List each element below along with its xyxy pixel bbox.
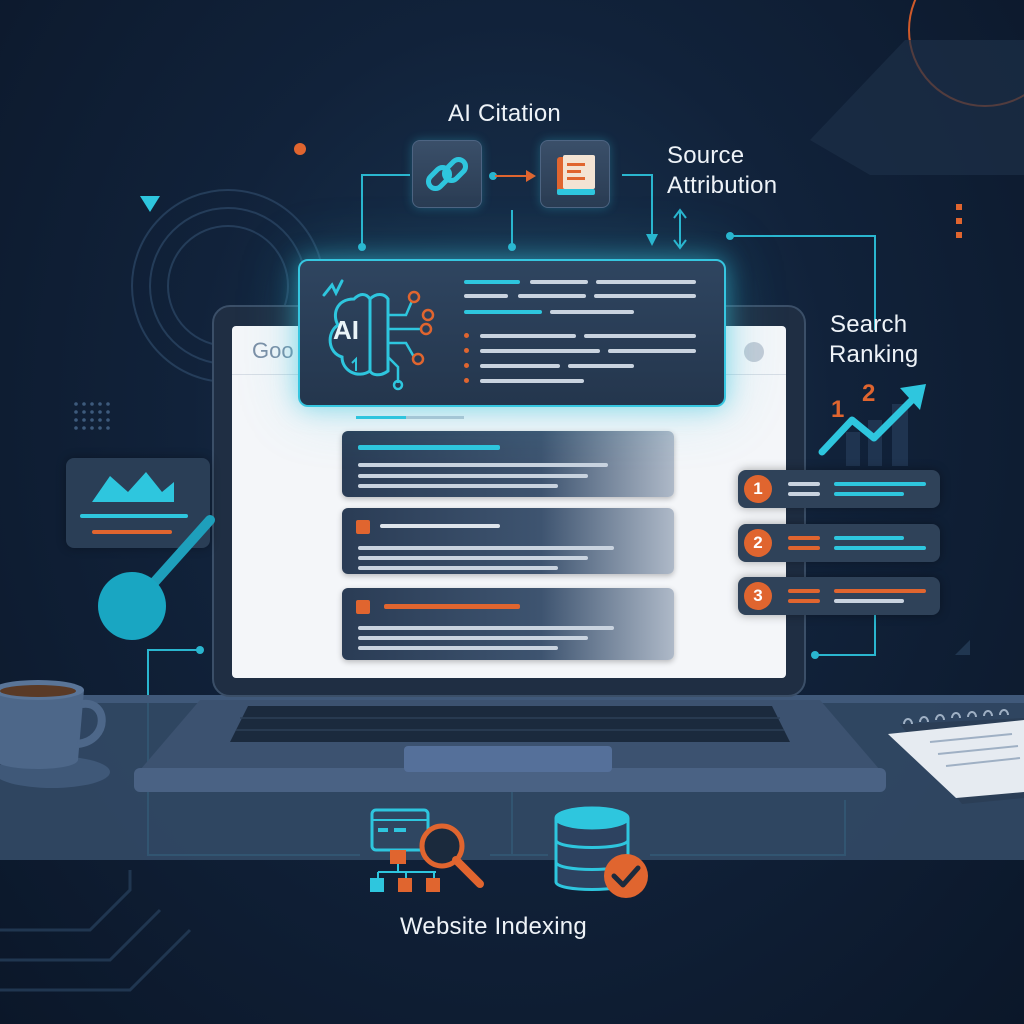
search-progress-fill xyxy=(356,416,406,419)
source-attribution-label-line1: Source xyxy=(667,142,745,169)
sitemap-search-icon xyxy=(370,808,484,892)
rank-badge-3: 3 xyxy=(744,582,772,610)
ai-answer-card[interactable]: AI xyxy=(298,259,726,407)
browser-profile-icon[interactable] xyxy=(744,342,764,362)
ranking-row-2[interactable]: 2 xyxy=(738,524,940,562)
link-icon xyxy=(425,156,469,192)
search-result-2[interactable] xyxy=(342,508,674,574)
search-progress xyxy=(356,416,464,419)
search-result-3[interactable] xyxy=(342,588,674,660)
ai-chip-text: AI xyxy=(333,315,359,345)
rank-badge-1: 1 xyxy=(744,475,772,503)
citation-tile xyxy=(412,140,482,208)
browser-logo: Goo xyxy=(252,338,294,363)
ranking-row-3[interactable]: 3 xyxy=(738,577,940,615)
database-check-icon xyxy=(554,806,648,898)
area-chart-icon xyxy=(80,472,188,534)
search-result-1[interactable] xyxy=(342,431,674,497)
rank-badge-2: 2 xyxy=(744,529,772,557)
analytics-widget xyxy=(66,458,210,548)
book-icon xyxy=(557,155,595,195)
ranking-chart-number-1: 1 xyxy=(831,396,845,423)
source-attribution-label-line2: Attribution xyxy=(667,172,778,199)
attribution-tile xyxy=(540,140,610,208)
ai-citation-label: AI Citation xyxy=(448,100,561,127)
search-ranking-label-line1: Search xyxy=(830,311,908,338)
ranking-row-1[interactable]: 1 xyxy=(738,470,940,508)
brain-chip-icon xyxy=(322,279,435,391)
website-indexing-label: Website Indexing xyxy=(400,913,587,940)
ranking-chart-number-2: 2 xyxy=(862,380,876,407)
search-ranking-label-line2: Ranking xyxy=(829,341,919,368)
